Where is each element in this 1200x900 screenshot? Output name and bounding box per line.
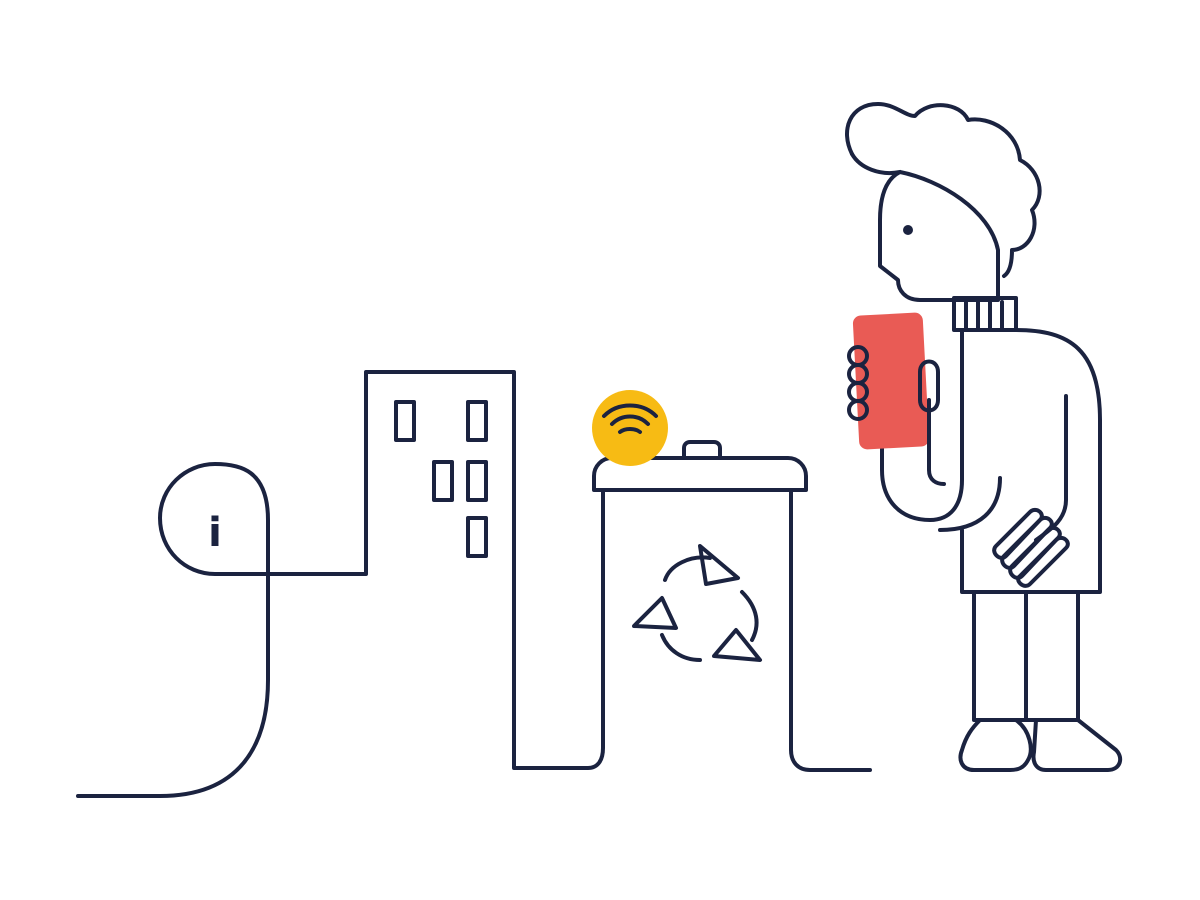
person-left-shoe [958,718,1033,772]
person-collar [952,296,1018,332]
info-icon: i [208,510,222,556]
person-face [850,152,1000,302]
building-window [466,516,488,558]
bin-ground-line [789,488,872,772]
building-window [394,400,416,442]
person-thumb-joint [927,398,946,486]
recycle-bin [592,440,808,662]
person-legs [972,590,1080,722]
building-window [432,460,454,502]
person [845,102,1123,772]
smartphone [852,312,930,450]
connection-line [76,370,605,798]
person-fingers [847,345,869,421]
person-side-hand [992,507,1070,588]
person-hair [845,102,1042,278]
bin-lid-handle [682,440,722,460]
building-window [466,460,488,502]
person-body [960,328,1102,594]
person-collar-ribs [964,300,1004,330]
person-thumb [918,359,940,413]
info-badge: i [208,510,222,556]
wifi-badge [592,390,668,466]
person-right-shoe [1031,718,1123,772]
bin-lid [592,456,808,492]
smartphone-icon [852,312,930,450]
person-forearm [938,476,1002,532]
person-front-arm [880,328,964,522]
building-window [466,400,488,442]
person-eye [903,225,913,235]
building-windows [394,400,488,558]
wifi-icon [602,403,658,434]
recycle-icon [632,544,762,662]
